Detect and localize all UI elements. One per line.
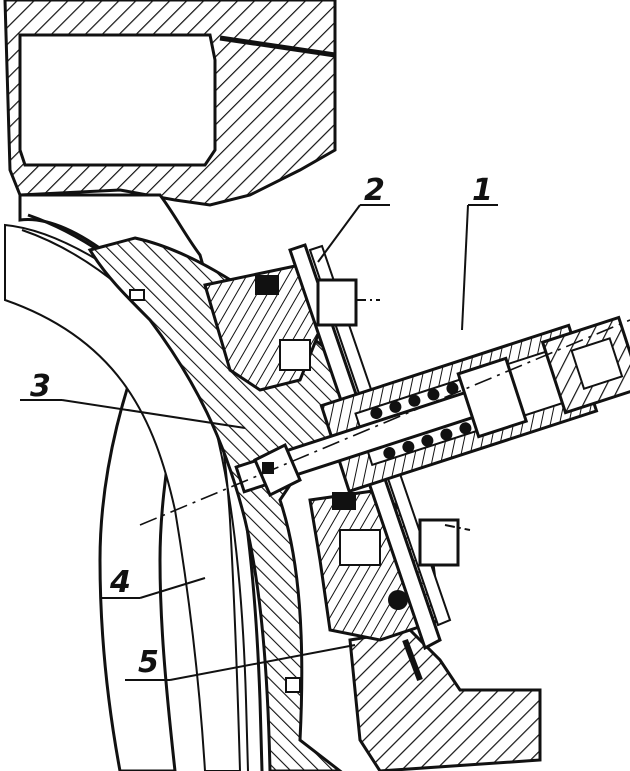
pin-tip bbox=[253, 442, 302, 498]
upper-housing bbox=[3, 0, 337, 207]
bolt-lower bbox=[418, 518, 471, 567]
spring-plunger-part-1 bbox=[234, 315, 630, 494]
callout-label-2: 2 bbox=[364, 173, 385, 208]
callout-label-4: 4 bbox=[110, 565, 131, 600]
center-lines bbox=[139, 319, 630, 526]
bolt-upper bbox=[316, 278, 380, 327]
leader-lines bbox=[20, 204, 498, 681]
callout-label-5: 5 bbox=[138, 645, 159, 680]
clamp-block-upper bbox=[203, 263, 322, 392]
callout-label-1: 1 bbox=[472, 173, 493, 208]
lower-housing bbox=[348, 628, 542, 771]
callout-label-3: 3 bbox=[30, 369, 51, 404]
